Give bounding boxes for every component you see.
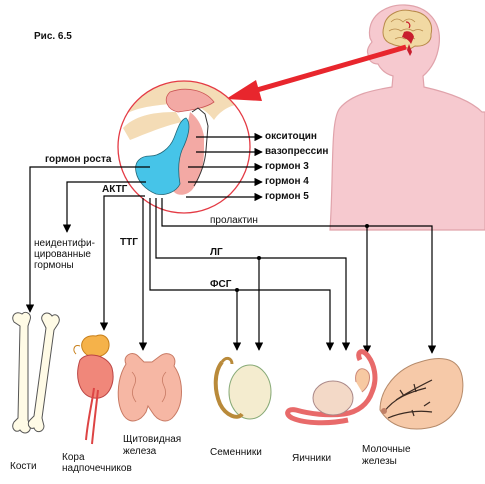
oxytocin-label: окситоцин xyxy=(265,131,317,142)
bones-icon xyxy=(12,311,60,434)
adrenal-kidney-icon xyxy=(73,334,114,445)
ovaries-label: Яичники xyxy=(292,453,332,464)
thyroid-label-2: железа xyxy=(123,446,157,457)
testes-icon xyxy=(213,356,272,420)
unidentified-line-2: цированные xyxy=(34,249,91,260)
mammary-gland-icon xyxy=(379,358,464,430)
hormone4-label: гормон 4 xyxy=(265,176,309,187)
fsh-line-ovary xyxy=(149,198,335,351)
lh-line-ovary xyxy=(155,198,351,351)
mammary-label-1: Молочные xyxy=(362,444,411,455)
unidentified-hormones-label: неидентифи- цированные гормоны xyxy=(34,238,95,271)
brain-icon xyxy=(382,9,433,56)
thyroid-label: Щитовидная железа xyxy=(123,434,181,458)
bones-label: Кости xyxy=(10,461,37,472)
hormone-pathways xyxy=(25,132,437,354)
prolactin-label: пролактин xyxy=(210,215,258,226)
unidentified-line-1: неидентифи- xyxy=(34,238,95,249)
adrenal-label-1: Кора xyxy=(62,452,85,463)
junction-dots xyxy=(235,224,369,292)
thyroid-icon xyxy=(117,353,182,422)
fsh-label: ФСГ xyxy=(210,279,232,290)
testes-label: Семенники xyxy=(210,447,262,458)
lh-label: ЛГ xyxy=(210,247,223,258)
acth-label: АКТГ xyxy=(102,184,128,195)
prolactin-line-breast xyxy=(161,198,437,354)
zoom-arrow xyxy=(226,44,407,101)
human-silhouette xyxy=(329,4,485,231)
mammary-label-2: железы xyxy=(362,456,397,467)
mammary-label: Молочные железы xyxy=(362,444,411,468)
vasopressin-label: вазопрессин xyxy=(265,146,329,157)
adrenal-label: Кора надпочечников xyxy=(62,452,132,474)
tsh-label: ТТГ xyxy=(120,237,138,248)
thyroid-label-1: Щитовидная xyxy=(123,434,182,445)
pituitary-zoom-circle xyxy=(117,80,251,214)
adrenal-label-2: надпочечников xyxy=(62,463,132,474)
acth-line xyxy=(99,195,145,331)
unidentified-line xyxy=(62,181,146,233)
hormone3-label: гормон 3 xyxy=(265,161,309,172)
unidentified-line-3: гормоны xyxy=(34,260,74,271)
growth-hormone-label: гормон роста xyxy=(45,154,112,165)
hormone5-label: гормон 5 xyxy=(265,191,309,202)
ovary-icon xyxy=(285,349,378,426)
growth-hormone-line xyxy=(25,166,150,313)
figure-label: Рис. 6.5 xyxy=(34,31,72,42)
